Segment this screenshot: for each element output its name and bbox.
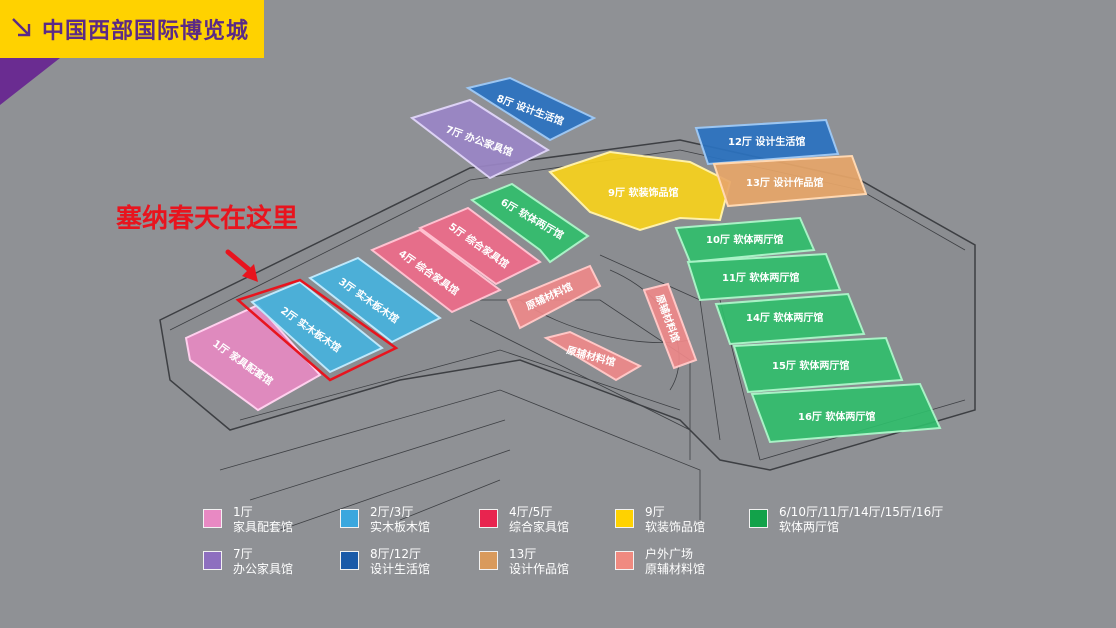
hall-13-label: 13厅 设计作品馆 — [746, 176, 823, 189]
hall-13[interactable] — [712, 154, 868, 208]
hall-10-label: 10厅 软体两厅馆 — [706, 233, 783, 246]
legend-label-line2: 家具配套馆 — [233, 520, 294, 534]
legend-label-line1: 2厅/3厅 — [370, 505, 414, 519]
legend-swatch — [340, 509, 359, 528]
hall-11-label: 11厅 软体两厅馆 — [722, 271, 799, 284]
halls-layer: 1厅 家具配套馆 2厅 实木板木馆 3厅 实木板木馆 4厅 综合家具馆 5厅 综… — [184, 76, 942, 444]
legend-label-line2: 办公家具馆 — [233, 562, 294, 576]
legend-item: 9厅软装饰品馆 — [615, 505, 785, 545]
hall-14[interactable] — [714, 292, 866, 346]
legend-label: 1厅家具配套馆 — [233, 505, 293, 535]
hall-7[interactable] — [409, 98, 551, 180]
hall-5[interactable] — [417, 206, 542, 286]
hall-14-label: 14厅 软体两厅馆 — [746, 311, 823, 324]
legend-swatch — [203, 509, 222, 528]
legend-swatch — [615, 551, 634, 570]
hall-11[interactable] — [686, 252, 842, 302]
legend-label: 13厅设计作品馆 — [509, 547, 569, 577]
hall-2[interactable] — [250, 280, 384, 374]
title-banner: 中国西部国际博览城 — [0, 0, 264, 58]
legend-swatch — [203, 551, 222, 570]
legend-label-line2: 实木板木馆 — [370, 520, 431, 534]
legend-label-line2: 综合家具馆 — [509, 520, 570, 534]
legend-label-line2: 设计作品馆 — [509, 562, 570, 576]
legend-label: 8厅/12厅设计生活馆 — [370, 547, 430, 577]
legend-item: 7厅办公家具馆 — [203, 547, 373, 587]
outdoor-hall-1[interactable] — [506, 264, 602, 330]
highlight-frame — [235, 278, 399, 382]
legend-item: 4厅/5厅综合家具馆 — [479, 505, 649, 545]
hall-15-label: 15厅 软体两厅馆 — [772, 359, 849, 372]
legend-label-line1: 9厅 — [645, 505, 665, 519]
hall-8[interactable] — [465, 76, 597, 142]
hall-12[interactable] — [694, 118, 840, 166]
legend-label-line1: 1厅 — [233, 505, 253, 519]
legend-item: 6/10厅/11厅/14厅/15厅/16厅软体两厅馆 — [749, 505, 943, 545]
legend-label-line2: 软装饰品馆 — [645, 520, 706, 534]
hall-16[interactable] — [750, 382, 942, 444]
legend-swatch — [615, 509, 634, 528]
outdoor-hall-3[interactable] — [642, 282, 698, 370]
legend-swatch — [340, 551, 359, 570]
legend-label: 4厅/5厅综合家具馆 — [509, 505, 569, 535]
legend-item: 1厅家具配套馆 — [203, 505, 373, 545]
legend-label-line1: 7厅 — [233, 547, 253, 561]
legend-label: 7厅办公家具馆 — [233, 547, 293, 577]
hall-10[interactable] — [674, 216, 816, 264]
legend-label-line2: 原辅材料馆 — [645, 562, 706, 576]
hall-16-label: 16厅 软体两厅馆 — [798, 410, 875, 423]
hall-9-label: 9厅 软装饰品馆 — [608, 186, 678, 199]
hall-6[interactable] — [469, 182, 590, 264]
legend-swatch — [479, 551, 498, 570]
hall-3[interactable] — [308, 256, 442, 344]
location-callout: 塞纳春天在这里 — [116, 204, 299, 234]
arrow-down-right-icon — [12, 18, 31, 37]
hall-1[interactable] — [184, 303, 322, 412]
legend-label-line1: 13厅 — [509, 547, 537, 561]
outdoor-hall-2[interactable] — [543, 330, 643, 382]
legend-label: 6/10厅/11厅/14厅/15厅/16厅软体两厅馆 — [779, 505, 943, 535]
legend-label-line2: 设计生活馆 — [370, 562, 431, 576]
legend-label: 9厅软装饰品馆 — [645, 505, 705, 535]
legend-label-line1: 4厅/5厅 — [509, 505, 553, 519]
hall-15[interactable] — [732, 336, 904, 394]
legend-label-line2: 软体两厅馆 — [779, 520, 840, 534]
hall-4[interactable] — [370, 228, 502, 314]
legend-item: 13厅设计作品馆 — [479, 547, 649, 587]
hall-12-label: 12厅 设计生活馆 — [728, 135, 805, 148]
legend-label: 户外广场原辅材料馆 — [645, 547, 705, 577]
page-title: 中国西部国际博览城 — [42, 19, 250, 44]
legend-label-line1: 户外广场 — [645, 547, 694, 561]
legend-item: 2厅/3厅实木板木馆 — [340, 505, 510, 545]
legend-label: 2厅/3厅实木板木馆 — [370, 505, 430, 535]
arrow-icon — [225, 249, 258, 282]
legend-swatch — [749, 509, 768, 528]
legend-swatch — [479, 509, 498, 528]
hall-9[interactable] — [548, 150, 732, 232]
legend-label-line1: 8厅/12厅 — [370, 547, 421, 561]
legend-item: 8厅/12厅设计生活馆 — [340, 547, 510, 587]
legend-label-line1: 6/10厅/11厅/14厅/15厅/16厅 — [779, 505, 944, 519]
legend-item: 户外广场原辅材料馆 — [615, 547, 785, 587]
